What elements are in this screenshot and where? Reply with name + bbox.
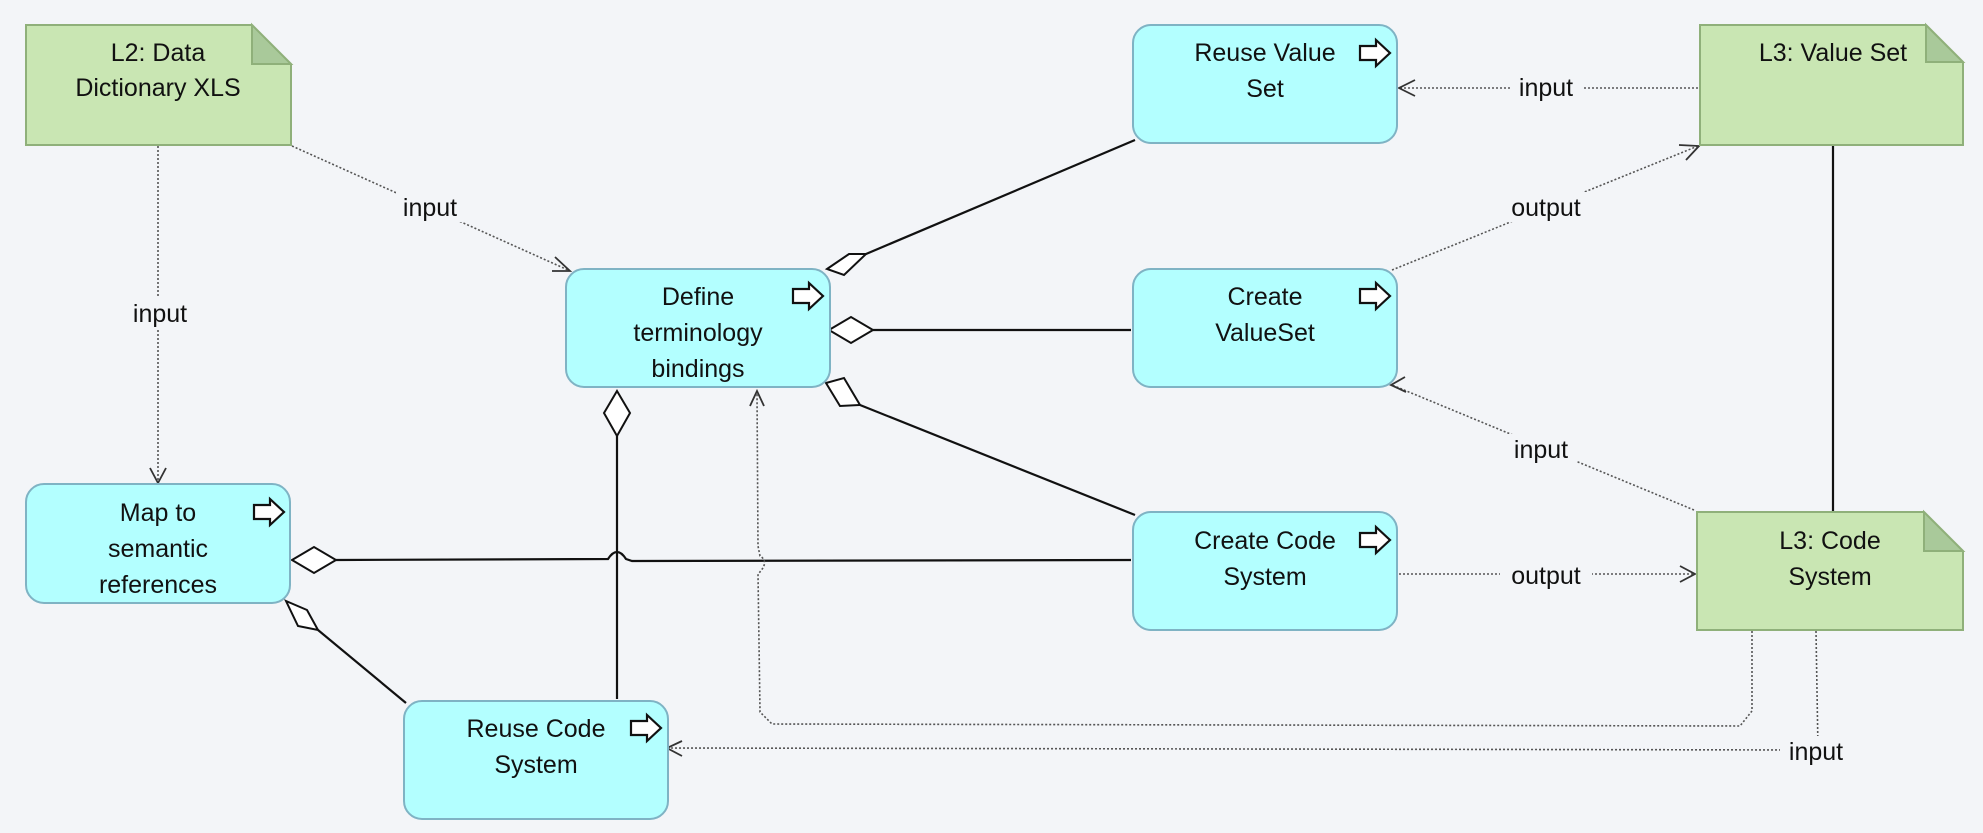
artifact-l3-value-set[interactable]: L3: Value Set — [1699, 22, 1966, 146]
node-label-line: terminology — [633, 319, 763, 347]
edge-label-l2-define: input — [403, 194, 457, 222]
diamond-define-top — [824, 253, 869, 277]
process-define-terminology-bindings[interactable]: Define terminology bindings — [565, 268, 831, 388]
node-label-line: bindings — [651, 355, 744, 383]
process-arrow-icon — [252, 496, 286, 528]
arrowhead-create-valueset — [1389, 376, 1407, 393]
node-label-line: System — [1223, 563, 1306, 591]
artifact-l3-code-system[interactable]: L3: Code System — [1696, 509, 1966, 631]
diamond-map-bottom — [283, 599, 320, 632]
artifact-l2-data-dictionary[interactable]: L2: Data Dictionary XLS — [25, 22, 294, 146]
process-create-valueset[interactable]: Create ValueSet — [1132, 268, 1398, 388]
arrowhead-define-from-codesys — [749, 388, 765, 407]
node-label-line: Create Code — [1194, 527, 1336, 555]
folded-corner-icon — [251, 22, 294, 65]
process-reuse-value-set[interactable]: Reuse Value Set — [1132, 24, 1398, 144]
diamond-map-right — [290, 545, 338, 575]
node-label-line: L3: Value Set — [1759, 39, 1907, 67]
edge-label-codesys-createvs: input — [1514, 436, 1568, 464]
node-label-line: L2: Data — [111, 39, 206, 67]
edge-label-codesys-reusecs: input — [1789, 738, 1843, 766]
arrowhead-l3-codesystem — [1679, 565, 1697, 583]
flow-lines — [157, 87, 1819, 751]
node-label-line: System — [1788, 563, 1871, 591]
edge-label-valueset-reuse: input — [1519, 74, 1573, 102]
folded-corner-icon — [1923, 509, 1966, 552]
agg-reuse-codesystem-map — [317, 629, 407, 704]
node-label-line: Create — [1227, 283, 1302, 311]
edge-label-createcs-codesys: output — [1511, 562, 1581, 590]
node-label-line: Reuse Code — [467, 715, 606, 743]
aggregation-diamonds — [283, 253, 875, 632]
aggregation-lines — [317, 138, 1835, 704]
process-create-code-system[interactable]: Create Code System — [1132, 511, 1398, 631]
arrowheads — [149, 79, 1701, 757]
node-label-line: Reuse Value — [1194, 39, 1335, 67]
node-label-line: Define — [662, 283, 734, 311]
node-label-line: Dictionary XLS — [75, 74, 240, 102]
agg-create-codesystem-define — [859, 403, 1136, 517]
edge-labels: input input input output input output in… — [124, 72, 1852, 766]
flow-codesys-define — [756, 391, 1753, 727]
node-label-line: ValueSet — [1215, 319, 1315, 347]
node-label-line: Set — [1246, 75, 1284, 103]
process-arrow-icon — [1358, 280, 1392, 312]
process-arrow-icon — [791, 280, 825, 312]
arrowhead-reuse-valueset — [1396, 79, 1416, 97]
folded-corner-icon — [1925, 22, 1966, 63]
node-label-line: references — [99, 571, 217, 599]
process-arrow-icon — [1358, 37, 1392, 69]
flow-codesys-createvs — [1391, 384, 1695, 511]
agg-create-codesystem-map — [335, 550, 1132, 563]
process-arrow-icon — [629, 712, 663, 744]
diamond-define-lower — [824, 376, 862, 408]
node-label-line: Map to — [120, 499, 196, 527]
flow-codesys-reusecs — [666, 630, 1819, 751]
diamond-define-bottom — [602, 389, 632, 439]
node-label-line: semantic — [108, 535, 208, 563]
diamond-define-right — [827, 315, 875, 345]
flow-l2-define — [291, 145, 569, 271]
process-map-semantic-references[interactable]: Map to semantic references — [25, 483, 291, 604]
process-arrow-icon — [1358, 524, 1392, 556]
process-reuse-code-system[interactable]: Reuse Code System — [403, 700, 669, 820]
arrowhead-define-from-l2 — [552, 256, 573, 272]
node-label-line: L3: Code — [1779, 527, 1880, 555]
edge-label-l2-map: input — [133, 300, 187, 328]
node-label-line: System — [494, 751, 577, 779]
edge-label-createvs-valueset: output — [1511, 194, 1581, 222]
agg-reuse-valueset-define — [865, 138, 1136, 256]
